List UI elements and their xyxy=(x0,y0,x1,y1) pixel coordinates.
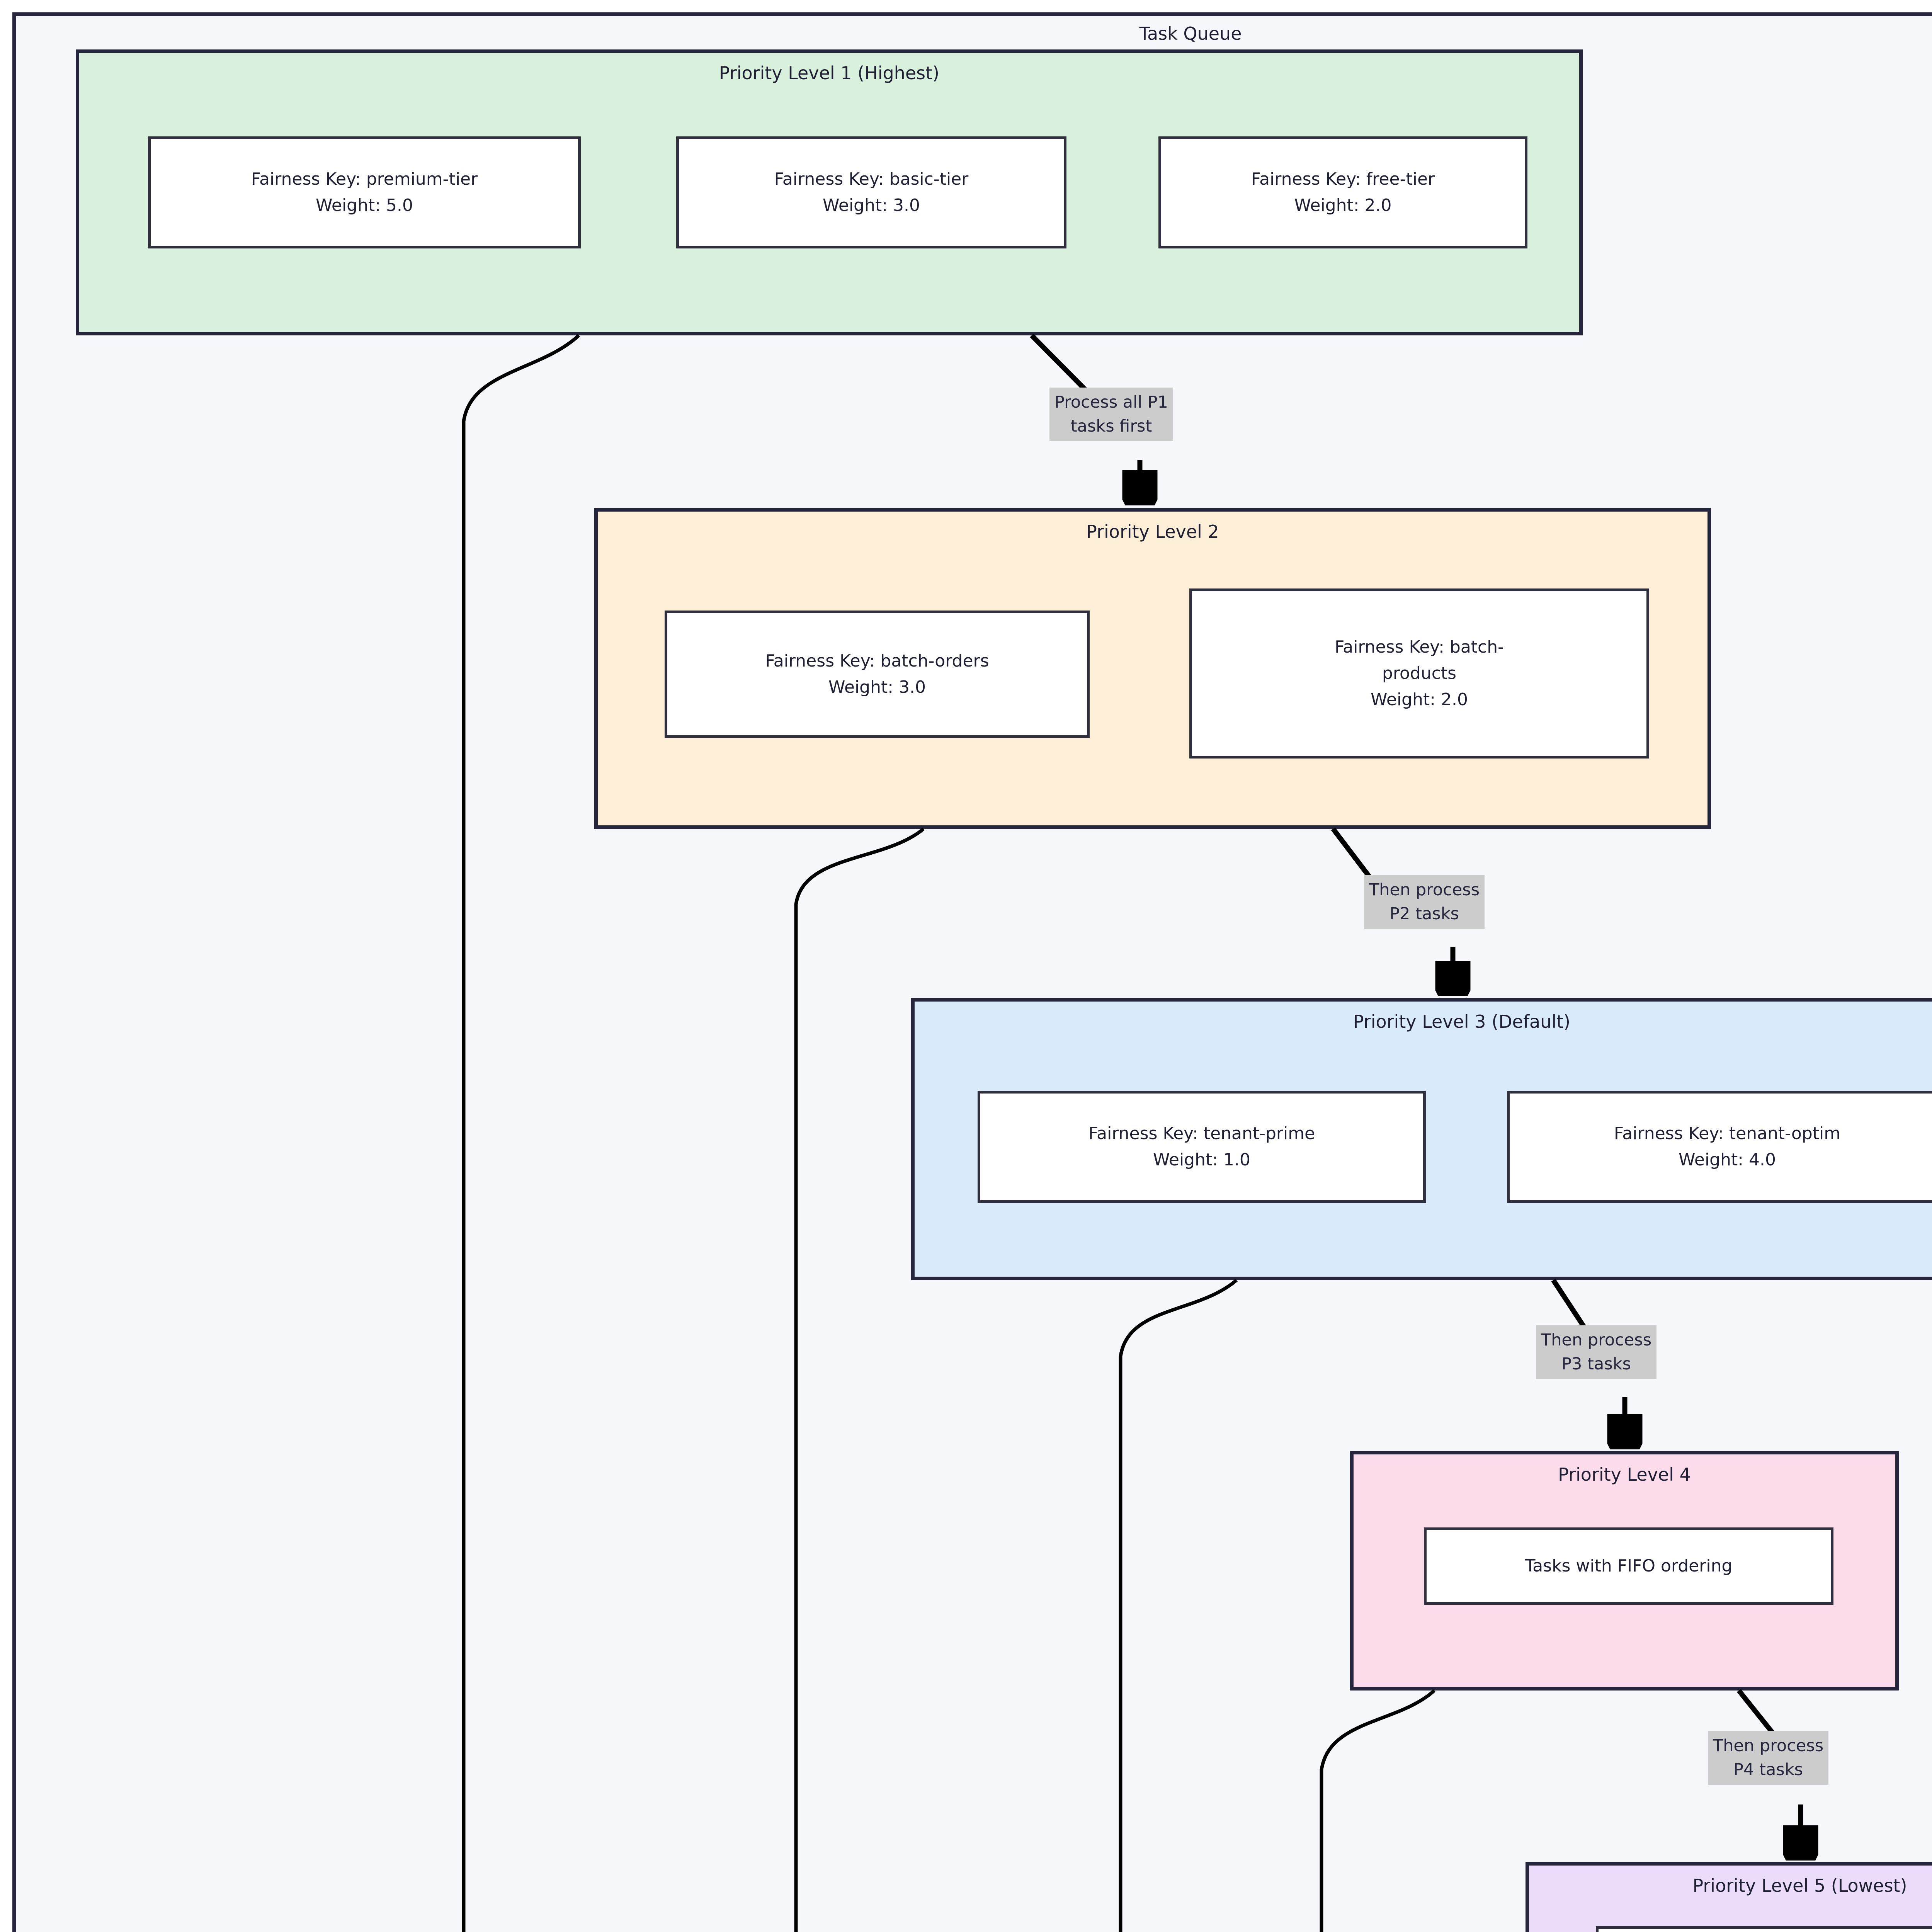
priority-level-2-title: Priority Level 2 xyxy=(1086,521,1219,542)
fairness-key-node[interactable]: Fairness Key: batch- products Weight: 2.… xyxy=(1189,588,1649,759)
edge-label-line-2: P3 tasks xyxy=(1561,1354,1631,1374)
fairness-key-label: Fairness Key: premium-tier xyxy=(251,169,478,189)
edge-label-p2-to-p3: Then process P2 tasks xyxy=(1364,875,1485,929)
weight-label: Weight: 2.0 xyxy=(1294,196,1392,215)
weight-label: Weight: 4.0 xyxy=(1678,1150,1776,1170)
fifo-task-label: Tasks with FIFO ordering xyxy=(1525,1556,1733,1576)
fairness-key-node[interactable]: Fairness Key: premium-tier Weight: 5.0 xyxy=(148,136,581,248)
edge-label-line-1: Then process xyxy=(1713,1736,1824,1755)
fairness-key-node[interactable]: Fairness Key: tenant-prime Weight: 1.0 xyxy=(978,1091,1426,1203)
edge-label-p1-to-p2: Process all P1 tasks first xyxy=(1049,388,1173,441)
priority-level-3-title: Priority Level 3 (Default) xyxy=(1353,1011,1571,1032)
priority-level-5-cluster[interactable]: Priority Level 5 (Lowest) xyxy=(1526,1862,1932,1932)
fairness-key-node[interactable]: Fairness Key: batch-orders Weight: 3.0 xyxy=(665,611,1090,738)
edge-label-p3-to-p4: Then process P3 tasks xyxy=(1536,1325,1657,1379)
priority-level-1-title: Priority Level 1 (Highest) xyxy=(719,63,940,83)
priority-level-4-title: Priority Level 4 xyxy=(1558,1464,1691,1485)
fairness-key-label: Fairness Key: batch-orders xyxy=(765,651,989,671)
fairness-key-label: Fairness Key: tenant-optim xyxy=(1614,1123,1841,1143)
edge-label-line-1: Then process xyxy=(1541,1330,1652,1350)
edge-label-line-2: P2 tasks xyxy=(1389,904,1459,924)
weight-label: Weight: 2.0 xyxy=(1370,690,1468,710)
fifo-task-node[interactable]: Tasks with FIFO ordering xyxy=(1596,1926,1932,1932)
edge-label-line-2: tasks first xyxy=(1070,417,1152,436)
weight-label: Weight: 3.0 xyxy=(822,196,920,215)
fairness-key-label: Fairness Key: basic-tier xyxy=(774,169,969,189)
fairness-key-node[interactable]: Fairness Key: free-tier Weight: 2.0 xyxy=(1158,136,1527,248)
task-queue-title: Task Queue xyxy=(1139,23,1242,44)
edge-label-line-1: Process all P1 xyxy=(1054,393,1168,412)
edge-label-line-2: P4 tasks xyxy=(1733,1760,1803,1780)
edge-label-line-1: Then process xyxy=(1369,880,1480,900)
fairness-key-node[interactable]: Fairness Key: basic-tier Weight: 3.0 xyxy=(676,136,1066,248)
fairness-key-label: Fairness Key: tenant-prime xyxy=(1088,1123,1315,1143)
edge-label-p4-to-p5: Then process P4 tasks xyxy=(1708,1731,1829,1785)
weight-label: Weight: 5.0 xyxy=(315,196,413,215)
priority-level-5-title: Priority Level 5 (Lowest) xyxy=(1692,1875,1907,1896)
weight-label: Weight: 3.0 xyxy=(828,677,926,697)
fairness-key-label: Fairness Key: batch- xyxy=(1334,637,1504,657)
fifo-task-node[interactable]: Tasks with FIFO ordering xyxy=(1424,1527,1833,1605)
fairness-key-label-cont: products xyxy=(1382,663,1457,683)
fairness-key-label: Fairness Key: free-tier xyxy=(1251,169,1435,189)
weight-label: Weight: 1.0 xyxy=(1153,1150,1251,1170)
fairness-key-node[interactable]: Fairness Key: tenant-optim Weight: 4.0 xyxy=(1507,1091,1932,1203)
